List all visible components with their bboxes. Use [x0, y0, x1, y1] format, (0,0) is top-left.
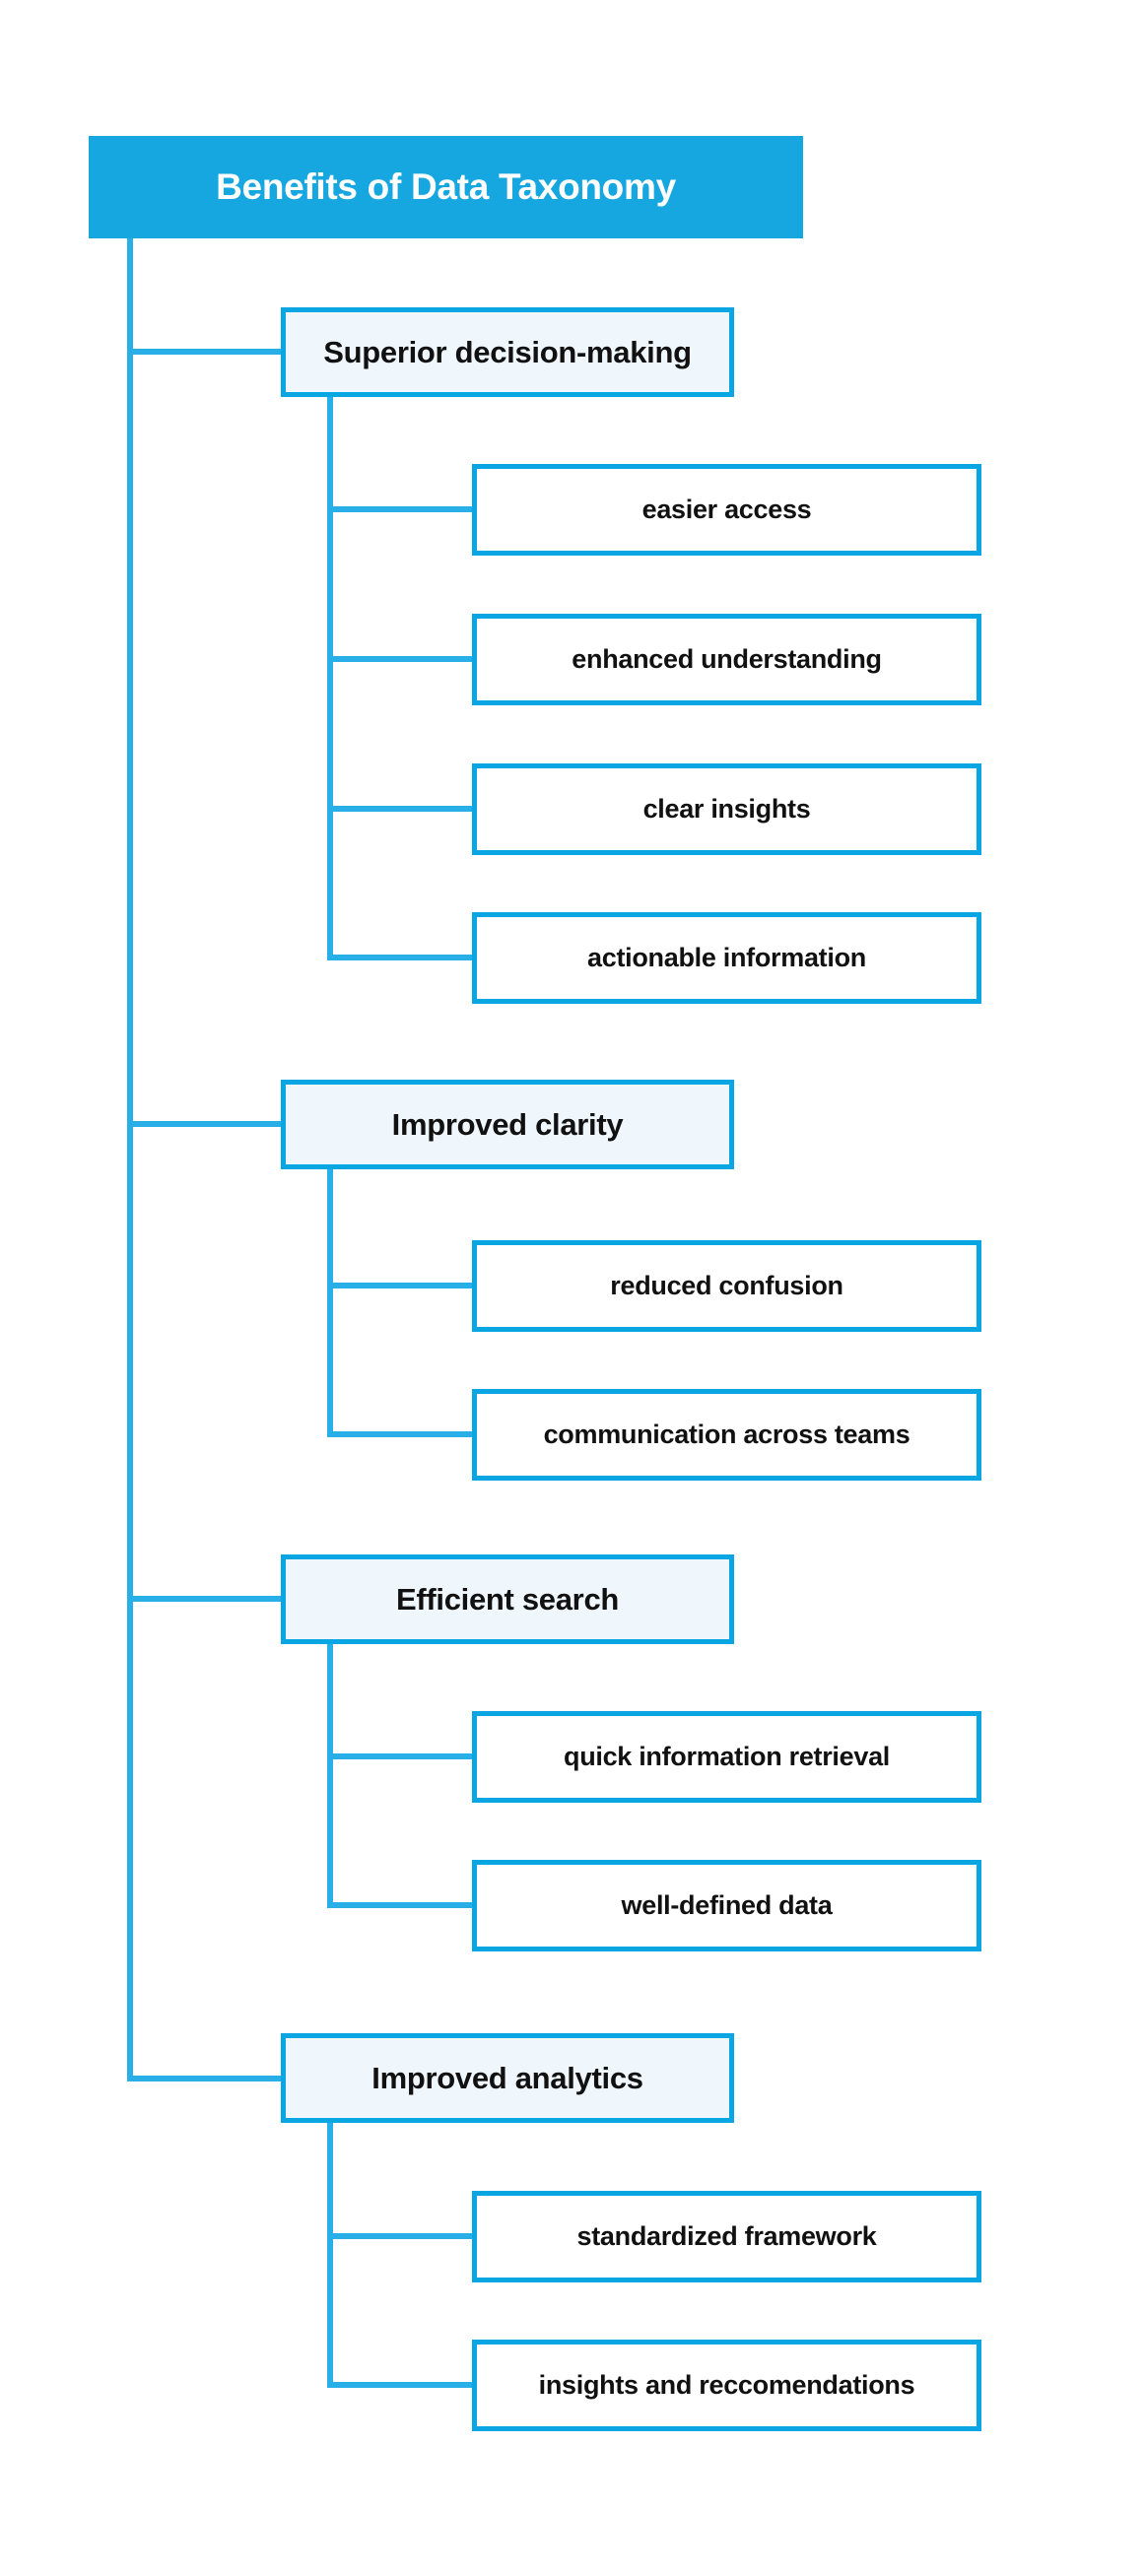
leaf-node-label: actionable information — [587, 943, 866, 972]
connector-to-insights-and-reccomendations — [327, 2382, 472, 2388]
branch-node-superior-decision-making: Superior decision-making — [281, 307, 734, 397]
leaf-node-label: insights and reccomendations — [538, 2370, 915, 2400]
branch-node-label: Improved analytics — [371, 2060, 643, 2095]
connector-to-reduced-confusion — [327, 1283, 472, 1288]
leaf-node-clear-insights: clear insights — [472, 763, 981, 855]
leaf-node-reduced-confusion: reduced confusion — [472, 1240, 981, 1332]
connector-to-quick-information-retrieval — [327, 1753, 472, 1759]
trunk-line-improved-analytics — [327, 2123, 333, 2386]
connector-to-communication-across-teams — [327, 1431, 472, 1437]
leaf-node-standardized-framework: standardized framework — [472, 2191, 981, 2282]
leaf-node-label: well-defined data — [621, 1890, 833, 1920]
leaf-node-label: enhanced understanding — [572, 644, 882, 674]
connector-root-to-improved-clarity — [127, 1121, 281, 1127]
leaf-node-communication-across-teams: communication across teams — [472, 1389, 981, 1481]
trunk-line-superior-decision-making — [327, 397, 333, 958]
branch-node-label: Improved clarity — [391, 1106, 624, 1142]
branch-node-efficient-search: Efficient search — [281, 1554, 734, 1644]
root-node-benefits-of-data-taxonomy: Benefits of Data Taxonomy — [89, 136, 803, 238]
leaf-node-label: communication across teams — [543, 1420, 910, 1449]
connector-to-easier-access — [327, 506, 472, 512]
root-node-label: Benefits of Data Taxonomy — [216, 166, 676, 207]
connector-root-to-improved-analytics — [127, 2076, 281, 2081]
trunk-line-root — [127, 238, 133, 2081]
connector-to-standardized-framework — [327, 2233, 472, 2239]
connector-to-enhanced-understanding — [327, 656, 472, 662]
leaf-node-label: clear insights — [642, 794, 811, 824]
leaf-node-well-defined-data: well-defined data — [472, 1860, 981, 1951]
leaf-node-label: standardized framework — [576, 2221, 877, 2251]
connector-to-clear-insights — [327, 806, 472, 812]
connector-root-to-superior-decision-making — [127, 349, 281, 355]
branch-node-label: Superior decision-making — [323, 334, 692, 369]
leaf-node-label: quick information retrieval — [564, 1742, 890, 1771]
connector-to-actionable-information — [327, 955, 472, 960]
branch-node-label: Efficient search — [395, 1581, 620, 1617]
leaf-node-easier-access: easier access — [472, 464, 981, 556]
connector-root-to-efficient-search — [127, 1596, 281, 1602]
trunk-line-improved-clarity — [327, 1169, 333, 1435]
leaf-node-actionable-information: actionable information — [472, 912, 981, 1004]
connector-to-well-defined-data — [327, 1902, 472, 1908]
branch-node-improved-clarity: Improved clarity — [281, 1080, 734, 1169]
trunk-line-efficient-search — [327, 1644, 333, 1906]
branch-node-improved-analytics: Improved analytics — [281, 2033, 734, 2123]
leaf-node-quick-information-retrieval: quick information retrieval — [472, 1711, 981, 1803]
leaf-node-label: reduced confusion — [610, 1271, 843, 1300]
leaf-node-insights-and-reccomendations: insights and reccomendations — [472, 2340, 981, 2431]
leaf-node-enhanced-understanding: enhanced understanding — [472, 614, 981, 705]
leaf-node-label: easier access — [641, 495, 812, 524]
